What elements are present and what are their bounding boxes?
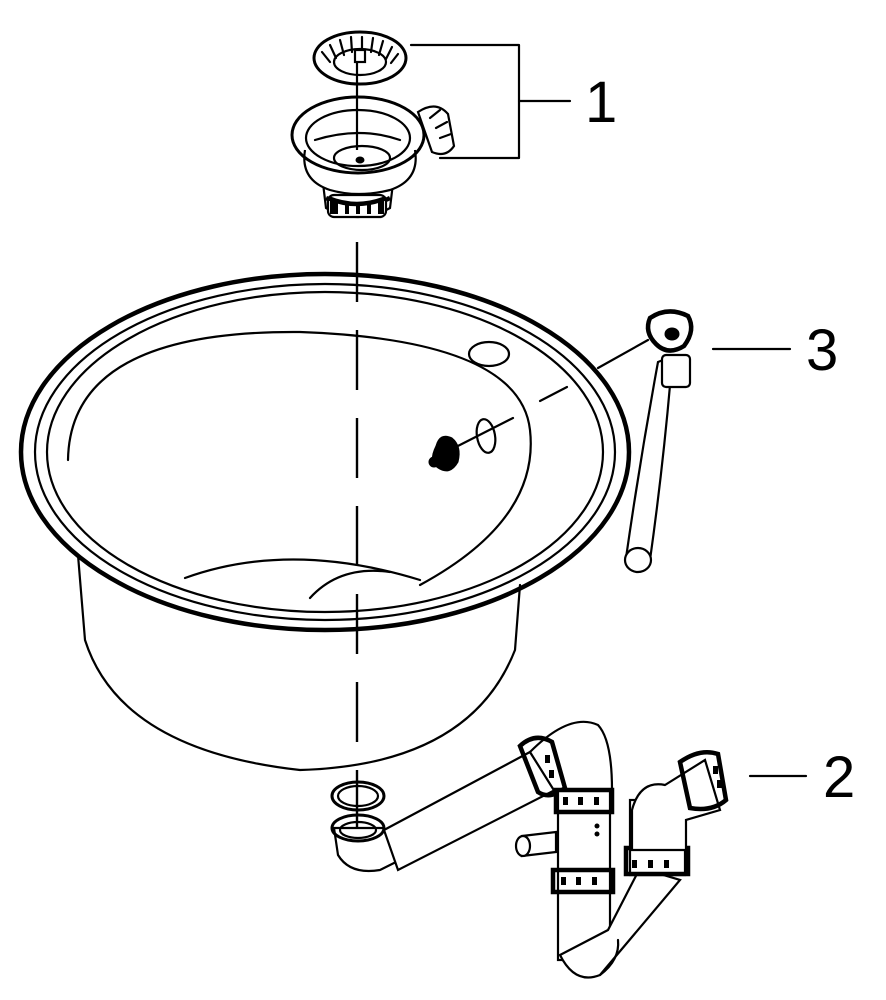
overflow-hose xyxy=(623,309,694,574)
callout-1-label: 1 xyxy=(585,70,618,135)
callout-3-label: 3 xyxy=(806,318,839,383)
siphon-trap xyxy=(330,720,729,979)
overflow-fitting xyxy=(428,338,650,472)
callout-2-label: 2 xyxy=(823,745,856,810)
callout-1-leader xyxy=(409,43,572,160)
sink-bowl xyxy=(18,271,632,772)
drain-outlet xyxy=(290,95,456,219)
strainer-basket xyxy=(312,30,408,86)
